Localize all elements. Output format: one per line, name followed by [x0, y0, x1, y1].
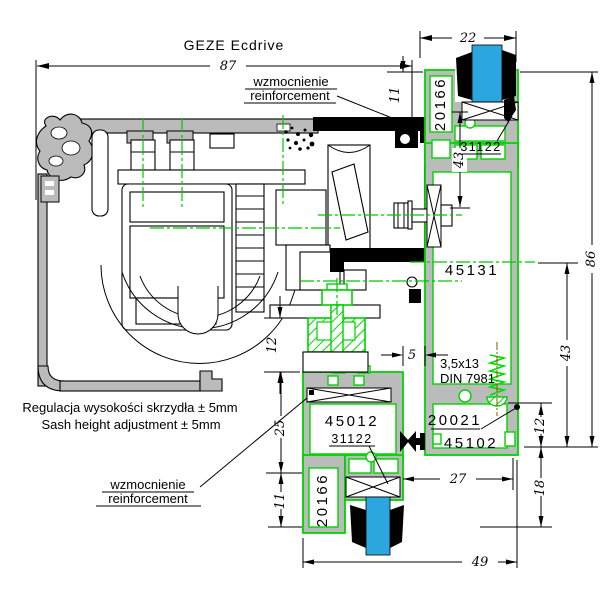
svg-text:20021: 20021: [428, 412, 482, 429]
part-glazing-bead-bottom: 20166: [314, 473, 331, 527]
dim-adjustment-travel: 12: [265, 337, 280, 354]
adjustment-note-en: Sash height adjustment ± 5mm: [41, 417, 220, 432]
part-gasket-bottom: 31122: [329, 432, 375, 447]
part-frame-vertical: 45131: [445, 262, 499, 279]
drive-mechanism: [91, 126, 418, 364]
part-sash-bottom: 45012: [325, 413, 379, 430]
dimension-43-lower: 43: [538, 262, 578, 447]
screw-standard: DIN 7981: [440, 371, 495, 386]
part-frame-bottom: 45102: [444, 435, 498, 452]
dim-bead-height-top: 11: [388, 87, 403, 104]
dim-frame-bottom-height: 18: [533, 480, 548, 497]
dimension-11-top: 11: [387, 56, 423, 134]
dimension-86: 86: [520, 71, 600, 448]
dim-frame-height: 86: [584, 251, 599, 268]
dimension-25: 25: [266, 372, 302, 474]
note-screw-spec: 3,5x13 DIN 7981: [440, 356, 495, 386]
reinforcement-pl-top: wzmocnienie: [252, 74, 328, 89]
drawing-title: GEZE Ecdrive: [184, 37, 285, 53]
dimension-43-upper: 43: [450, 111, 470, 209]
dim-sash-chamber-height: 25: [273, 420, 288, 438]
dim-bead-height-bottom: 11: [273, 493, 288, 510]
dimension-22: 22: [419, 31, 517, 62]
dimension-5-gap: 5: [381, 346, 448, 366]
dim-overlap-width: 27: [449, 472, 467, 487]
dim-frame-upper-chamber: 43: [452, 152, 467, 170]
leader-lines: [199, 95, 520, 488]
dim-clamp-height: 12: [533, 418, 548, 435]
dimension-11-bottom: 11: [268, 473, 302, 528]
dimension-27: 27: [403, 458, 514, 490]
height-adjustment-block: [269, 283, 381, 373]
dim-sash-width: 49: [471, 555, 489, 570]
operator-housing-profile: [37, 118, 319, 392]
svg-text:31122: 31122: [460, 140, 501, 154]
sash-bottom-profile: [302, 365, 404, 534]
brush-seal-top: [456, 44, 519, 122]
dimension-49: 49: [302, 460, 518, 570]
dim-frame-lower-chamber: 43: [559, 345, 574, 363]
brush-seal-bottom: [350, 496, 404, 556]
reinforcement-pl-bottom: wzmocnienie: [109, 477, 185, 492]
svg-text:31122: 31122: [331, 432, 372, 446]
dimension-18: 18: [480, 447, 552, 528]
dim-overall-width: 87: [220, 59, 237, 74]
part-glazing-bead-top: 20166: [432, 77, 449, 131]
note-reinforcement-top: wzmocnienie reinforcement: [244, 74, 337, 104]
end-cap-profile: [35, 113, 94, 203]
foam-tape: [284, 126, 315, 151]
reinforcement-en-top: reinforcement: [250, 88, 330, 103]
dimension-12-adjust: 12: [264, 296, 302, 394]
dim-sash-frame-gap: 5: [408, 348, 416, 363]
tapping-screw: [486, 342, 508, 416]
part-gasket-top: 31122: [460, 140, 501, 155]
adjustment-note-pl: Regulacja wysokości skrzydła ± 5mm: [22, 400, 237, 415]
note-adjustment: Regulacja wysokości skrzydła ± 5mm Sash …: [22, 400, 237, 432]
screw-size: 3,5x13: [440, 356, 479, 371]
center-lines: [142, 115, 535, 315]
part-clamping-profile: 20021: [428, 412, 482, 430]
gasket-junction: [400, 431, 425, 452]
dim-bead-width: 22: [459, 31, 477, 46]
note-reinforcement-bottom: wzmocnienie reinforcement: [96, 477, 201, 507]
dimension-12-right: 12: [508, 402, 552, 447]
reinforcement-en-bottom: reinforcement: [108, 491, 188, 506]
